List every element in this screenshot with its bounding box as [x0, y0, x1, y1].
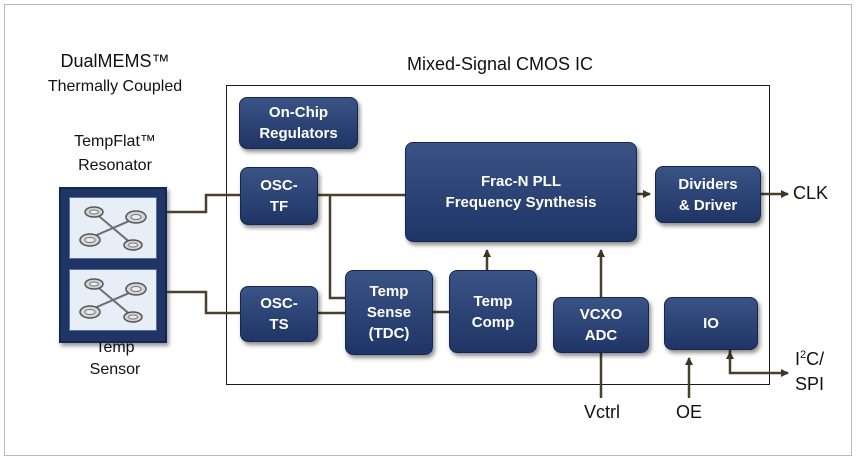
- temp-label: Temp: [95, 339, 135, 356]
- temp-sense-block: Temp Sense (TDC): [345, 270, 433, 355]
- vcxo-adc-block: VCXO ADC: [553, 297, 649, 353]
- i2c-label: I2C/: [795, 349, 824, 370]
- thermally-coupled-label: Thermally Coupled: [47, 78, 183, 95]
- mems-resonator: [59, 187, 167, 343]
- osc-ts-block: OSC- TS: [240, 286, 318, 342]
- sensor-label: Sensor: [89, 361, 141, 378]
- on-chip-regulators-block: On-Chip Regulators: [239, 97, 358, 149]
- resonator-icon: [79, 206, 147, 251]
- frac-n-pll-block: Frac-N PLL Frequency Synthesis: [405, 142, 637, 242]
- resonator-label: Resonator: [78, 157, 152, 174]
- temp-comp-block: Temp Comp: [449, 270, 537, 353]
- oe-label: OE: [675, 402, 702, 422]
- tempflat-label: TempFlat™: [74, 133, 156, 150]
- dualmems-label: DualMEMS™: [60, 51, 170, 71]
- i2c-superscript: 2: [800, 349, 807, 361]
- dividers-driver-block: Dividers & Driver: [655, 166, 761, 223]
- figure-frame: [4, 4, 852, 456]
- i2c-letter-c: C/: [806, 349, 825, 369]
- clk-label: CLK: [793, 183, 829, 203]
- resonator-icon: [79, 278, 147, 323]
- i2c-letter-i: I: [795, 349, 801, 369]
- mixed-signal-label: Mixed-Signal CMOS IC: [406, 54, 594, 74]
- io-block: IO: [664, 297, 758, 350]
- vctrl-label: Vctrl: [584, 402, 620, 422]
- tempflat-resonator-cell: [69, 197, 157, 259]
- cmos-ic-boundary: [226, 85, 770, 385]
- temp-sensor-cell: [69, 269, 157, 331]
- osc-tf-block: OSC- TF: [240, 167, 318, 225]
- spi-label: SPI: [795, 374, 825, 394]
